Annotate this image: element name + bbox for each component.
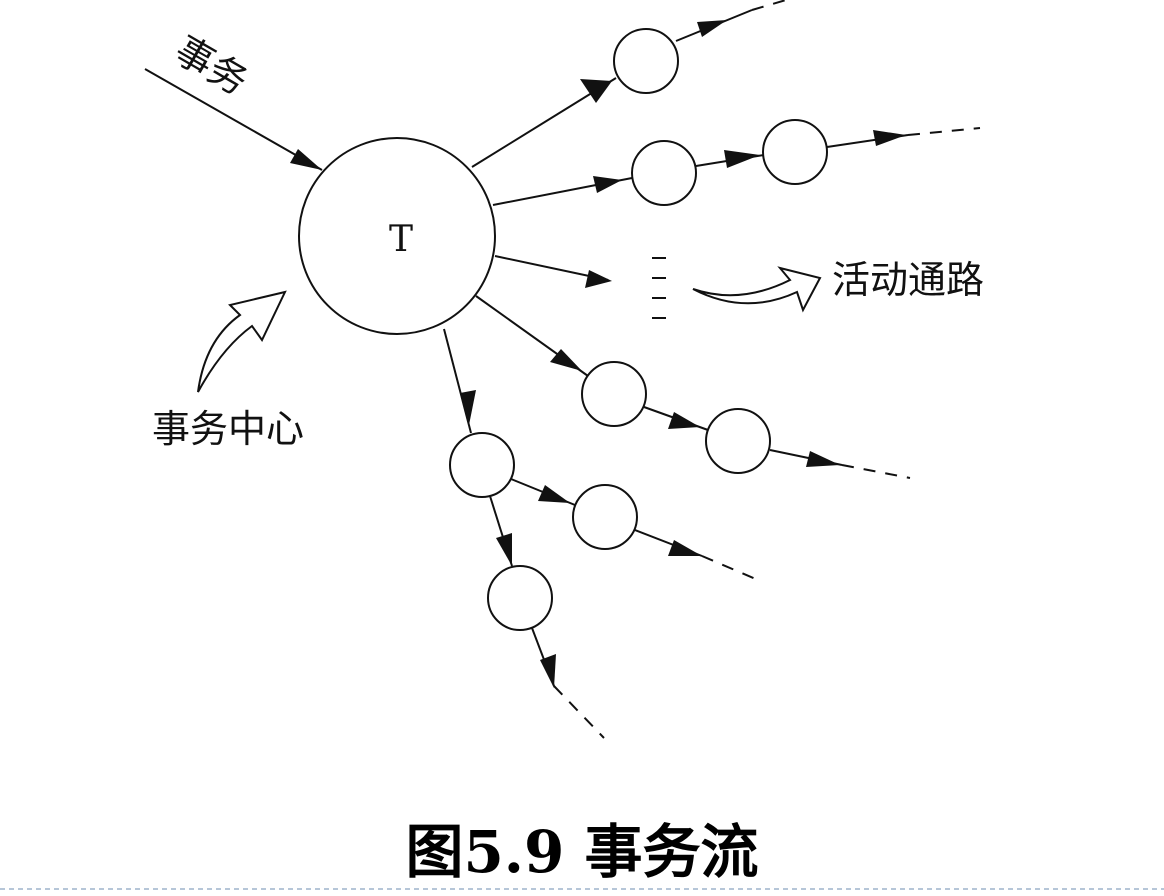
- edge-node-8-to-dashed-tail: [531, 627, 605, 739]
- edge-node-6-to-node-7: [510, 478, 576, 506]
- node-5: [705, 408, 771, 474]
- node-7: [572, 484, 638, 550]
- center-node-label: T: [389, 219, 413, 260]
- activity-path-ellipsis: [652, 257, 666, 319]
- edge-node-5-to-dashed-tail: [769, 449, 911, 479]
- edge-center-to-activity-path: [494, 255, 612, 288]
- transaction-input-label: 事务: [168, 28, 256, 104]
- node-1: [613, 28, 679, 94]
- edge-node-3-to-dashed-tail: [826, 127, 981, 148]
- transaction-center-pointer-arrow: [197, 290, 287, 393]
- node-4: [581, 361, 647, 427]
- edge-center-to-node-2: [492, 176, 633, 206]
- edge-center-to-node-4: [475, 295, 589, 377]
- figure-caption: 图5.9 事务流: [405, 818, 758, 886]
- node-6: [449, 432, 515, 498]
- transaction-center-node: [298, 137, 496, 335]
- edge-node-7-to-dashed-tail: [634, 529, 759, 581]
- activity-path-pointer-arrow: [692, 266, 822, 313]
- edge-node-2-to-node-3: [695, 150, 765, 168]
- activity-path-label: 活动通路: [832, 258, 984, 302]
- node-2: [631, 140, 697, 206]
- edge-center-to-node-1: [471, 77, 617, 168]
- node-3: [762, 119, 828, 185]
- transaction-center-label: 事务中心: [152, 407, 304, 451]
- edge-node-1-to-dashed-tail: [675, 0, 787, 42]
- edge-node-6-to-node-8: [489, 495, 513, 567]
- incoming-transaction-edge: [144, 68, 323, 171]
- edge-node-4-to-node-5: [643, 406, 709, 431]
- node-8: [487, 565, 553, 631]
- edge-center-to-node-6: [443, 328, 476, 434]
